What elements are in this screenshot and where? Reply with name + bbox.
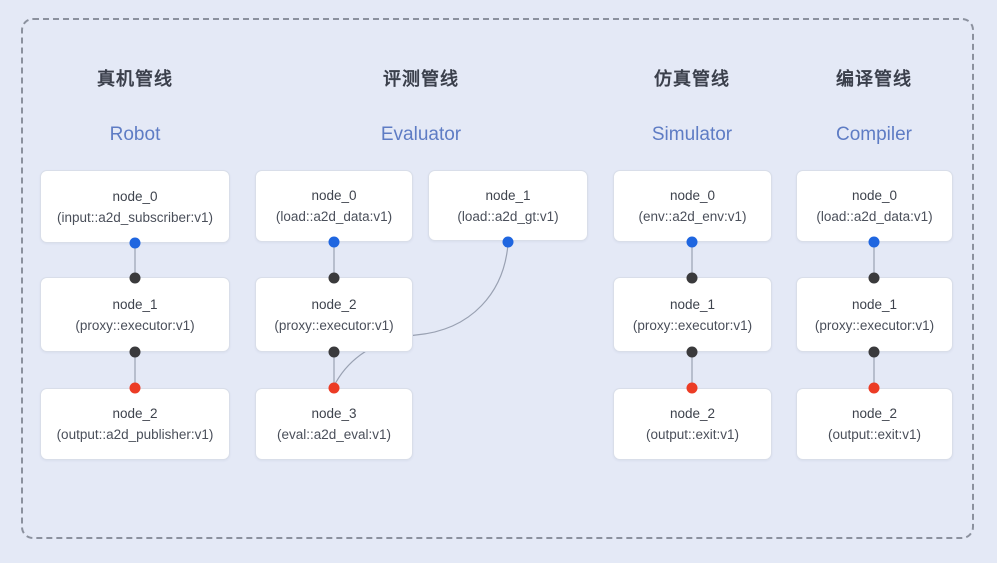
compiler-node2-input-port-dot (868, 382, 880, 394)
evaluator-node-2: node_2 (proxy::executor:v1) (255, 277, 413, 352)
pipeline-title-zh-robot: 真机管线 (97, 69, 173, 89)
node-name: node_2 (311, 296, 357, 312)
node-type: (output::exit:v1) (827, 427, 922, 442)
node-name: node_0 (669, 188, 716, 203)
node-type: (load::a2d_data:v1) (275, 209, 393, 224)
node-type: (env::a2d_env:v1) (638, 209, 747, 224)
simulator-node-0: node_0 (env::a2d_env:v1) (613, 170, 772, 242)
node-name: node_2 (669, 406, 716, 421)
pipeline-title-zh-compiler: 编译管线 (836, 69, 912, 89)
evaluator-node2-input-port-dot (328, 272, 340, 284)
robot-node-2: node_2 (output::a2d_publisher:v1) (40, 388, 230, 460)
evaluator-node1-output-port-dot (502, 236, 514, 248)
evaluator-node0-output-port-dot (328, 236, 340, 248)
pipeline-title-en-simulator: Simulator (651, 124, 733, 145)
compiler-node-1: node_1 (proxy::executor:v1) (796, 277, 953, 352)
robot-node1-output-port-dot (129, 346, 141, 358)
compiler-node-2: node_2 (output::exit:v1) (796, 388, 953, 460)
simulator-node1-output-port-dot (686, 346, 698, 358)
node-type: (proxy::executor:v1) (274, 317, 394, 333)
pipeline-title-zh-simulator: 仿真管线 (654, 69, 730, 89)
node-name: node_0 (112, 188, 158, 204)
node-name: node_3 (311, 406, 357, 421)
node-name: node_1 (669, 296, 716, 312)
simulator-node-1: node_1 (proxy::executor:v1) (613, 277, 772, 352)
evaluator-node-1: node_1 (load::a2d_gt:v1) (428, 170, 588, 241)
robot-node-0: node_0 (input::a2d_subscriber:v1) (40, 170, 230, 243)
evaluator-node3-input-port-dot (328, 382, 340, 394)
node-name: node_1 (112, 296, 158, 312)
pipeline-title-en-compiler: Compiler (835, 124, 913, 145)
pipeline-title-zh-evaluator: 评测管线 (383, 69, 459, 89)
robot-node1-input-port-dot (129, 272, 141, 284)
node-type: (output::a2d_publisher:v1) (56, 427, 214, 442)
robot-node0-output-port-dot (129, 237, 141, 249)
compiler-node1-output-port-dot (868, 346, 880, 358)
evaluator-node2-output-port-dot (328, 346, 340, 358)
compiler-node1-input-port-dot (868, 272, 880, 284)
pipeline-title-en-robot: Robot (109, 124, 161, 145)
edge-eval-n1-n3 (334, 243, 509, 385)
simulator-node0-output-port-dot (686, 236, 698, 248)
simulator-node2-input-port-dot (686, 382, 698, 394)
node-type: (proxy::executor:v1) (75, 317, 195, 333)
robot-node2-input-port-dot (129, 382, 141, 394)
evaluator-node-3: node_3 (eval::a2d_eval:v1) (255, 388, 413, 460)
pipeline-title-en-evaluator: Evaluator (380, 124, 462, 145)
node-type: (input::a2d_subscriber:v1) (56, 209, 214, 225)
node-name: node_2 (112, 406, 158, 421)
node-name: node_1 (851, 296, 898, 312)
compiler-node-0: node_0 (load::a2d_data:v1) (796, 170, 953, 242)
robot-node-1: node_1 (proxy::executor:v1) (40, 277, 230, 352)
node-name: node_0 (311, 188, 357, 203)
node-type: (load::a2d_gt:v1) (457, 208, 559, 224)
compiler-node0-output-port-dot (868, 236, 880, 248)
node-type: (output::exit:v1) (645, 427, 740, 442)
simulator-node-2: node_2 (output::exit:v1) (613, 388, 772, 460)
node-type: (eval::a2d_eval:v1) (276, 427, 392, 442)
node-name: node_1 (485, 187, 531, 203)
evaluator-node-0: node_0 (load::a2d_data:v1) (255, 170, 413, 242)
simulator-node1-input-port-dot (686, 272, 698, 284)
node-type: (proxy::executor:v1) (814, 317, 935, 333)
node-name: node_2 (851, 406, 898, 421)
node-type: (proxy::executor:v1) (632, 317, 753, 333)
node-type: (load::a2d_data:v1) (816, 209, 933, 224)
node-name: node_0 (851, 188, 898, 203)
